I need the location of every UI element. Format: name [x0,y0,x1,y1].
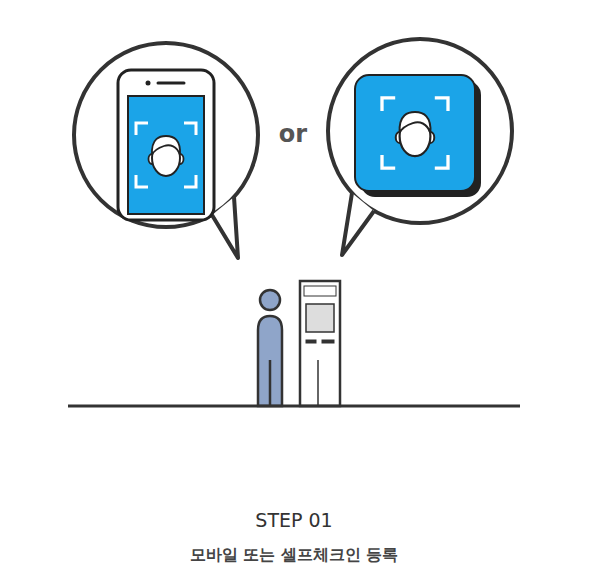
step-title: STEP 01 [255,509,332,531]
speech-bubble [328,39,512,255]
ground-line [68,405,520,408]
or-label: or [279,120,307,148]
person-figure [258,290,282,406]
speech-bubble [74,43,258,258]
step-caption: 모바일 또는 셀프체크인 등록 [190,545,399,566]
face-scan-icon [355,75,481,197]
phone-icon [118,70,214,220]
kiosk [300,281,340,406]
